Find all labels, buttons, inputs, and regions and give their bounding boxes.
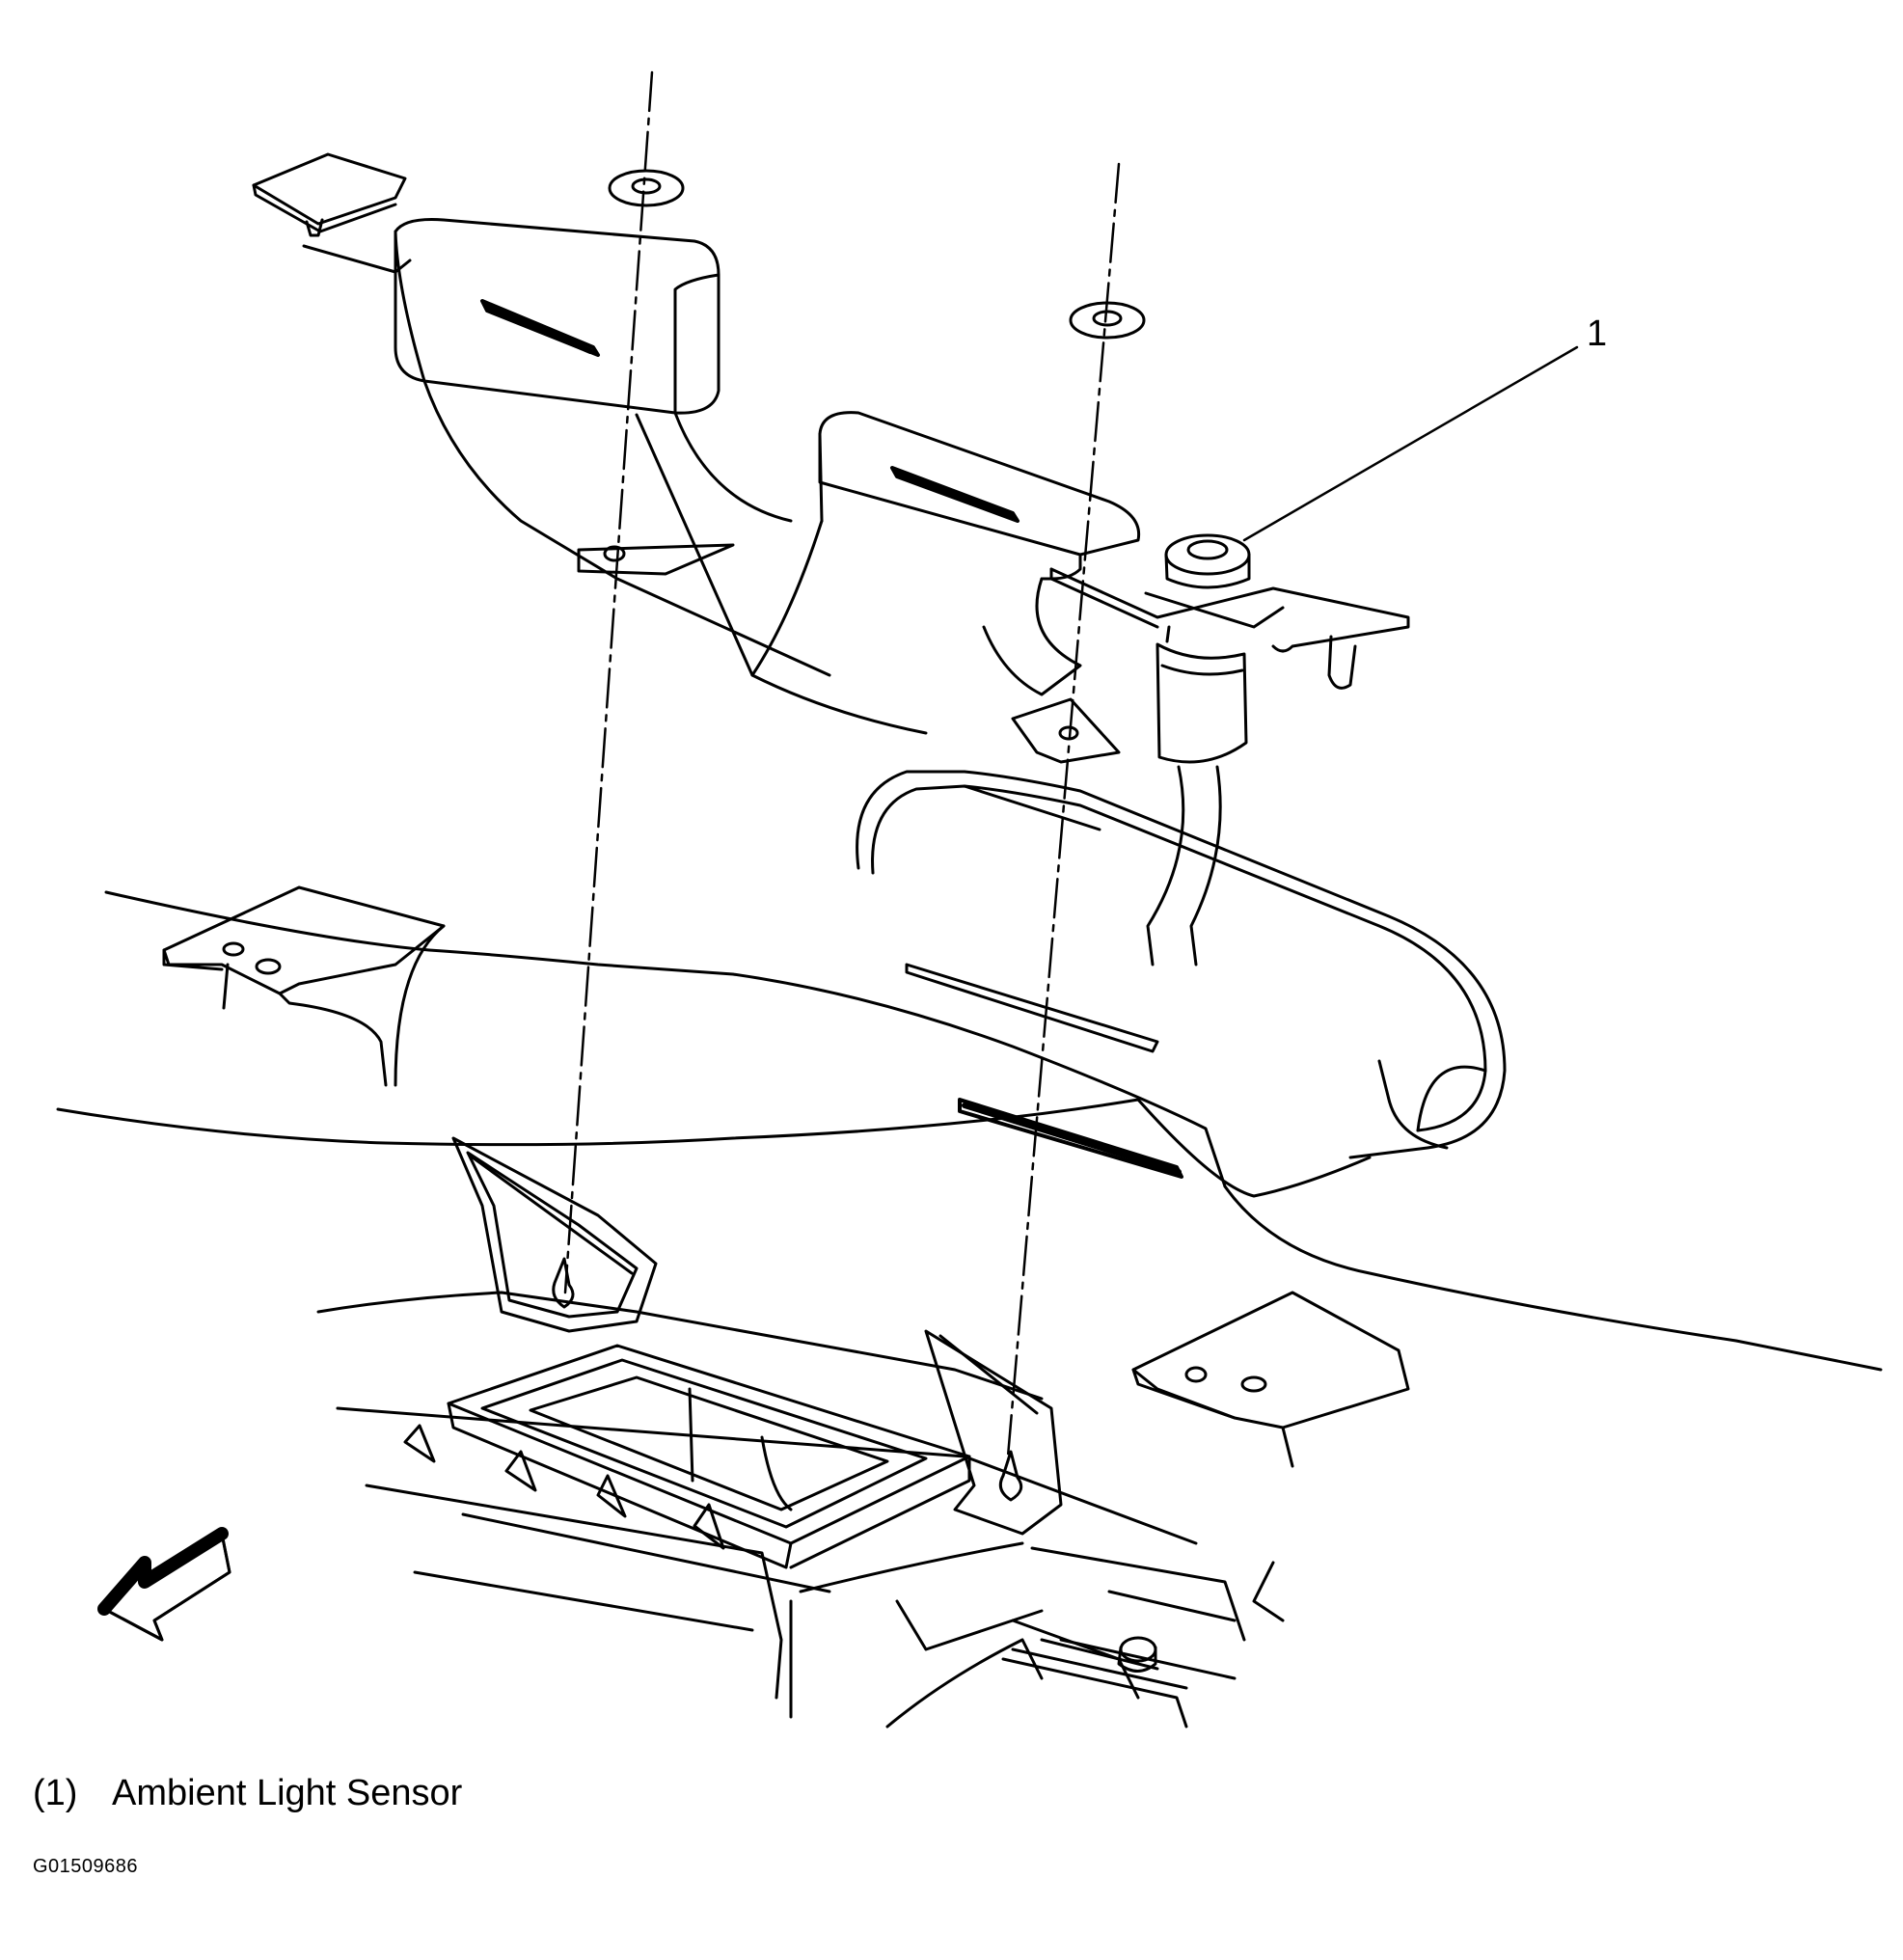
- callout-number-1: 1: [1587, 313, 1607, 354]
- rear-duct-housing: [856, 770, 1507, 1179]
- upper-duct-right: [750, 411, 1410, 764]
- direction-arrow-icon: [97, 1527, 231, 1642]
- figure-id: G01509686: [33, 1856, 139, 1877]
- callout-leader-line: [1242, 345, 1579, 542]
- legend-label: Ambient Light Sensor: [112, 1773, 463, 1813]
- fasteners: [608, 169, 1146, 340]
- front-lower-section: [316, 1136, 1410, 1729]
- upper-duct-left: [252, 152, 831, 677]
- alignment-lines: [563, 70, 1121, 1458]
- legend: (1) Ambient Light Sensor: [33, 1775, 462, 1811]
- legend-number: (1): [33, 1773, 78, 1813]
- diagram-illustration: 1: [56, 70, 1883, 1729]
- ambient-light-sensor: [1144, 533, 1285, 966]
- instrument-panel-body: [56, 885, 1883, 1372]
